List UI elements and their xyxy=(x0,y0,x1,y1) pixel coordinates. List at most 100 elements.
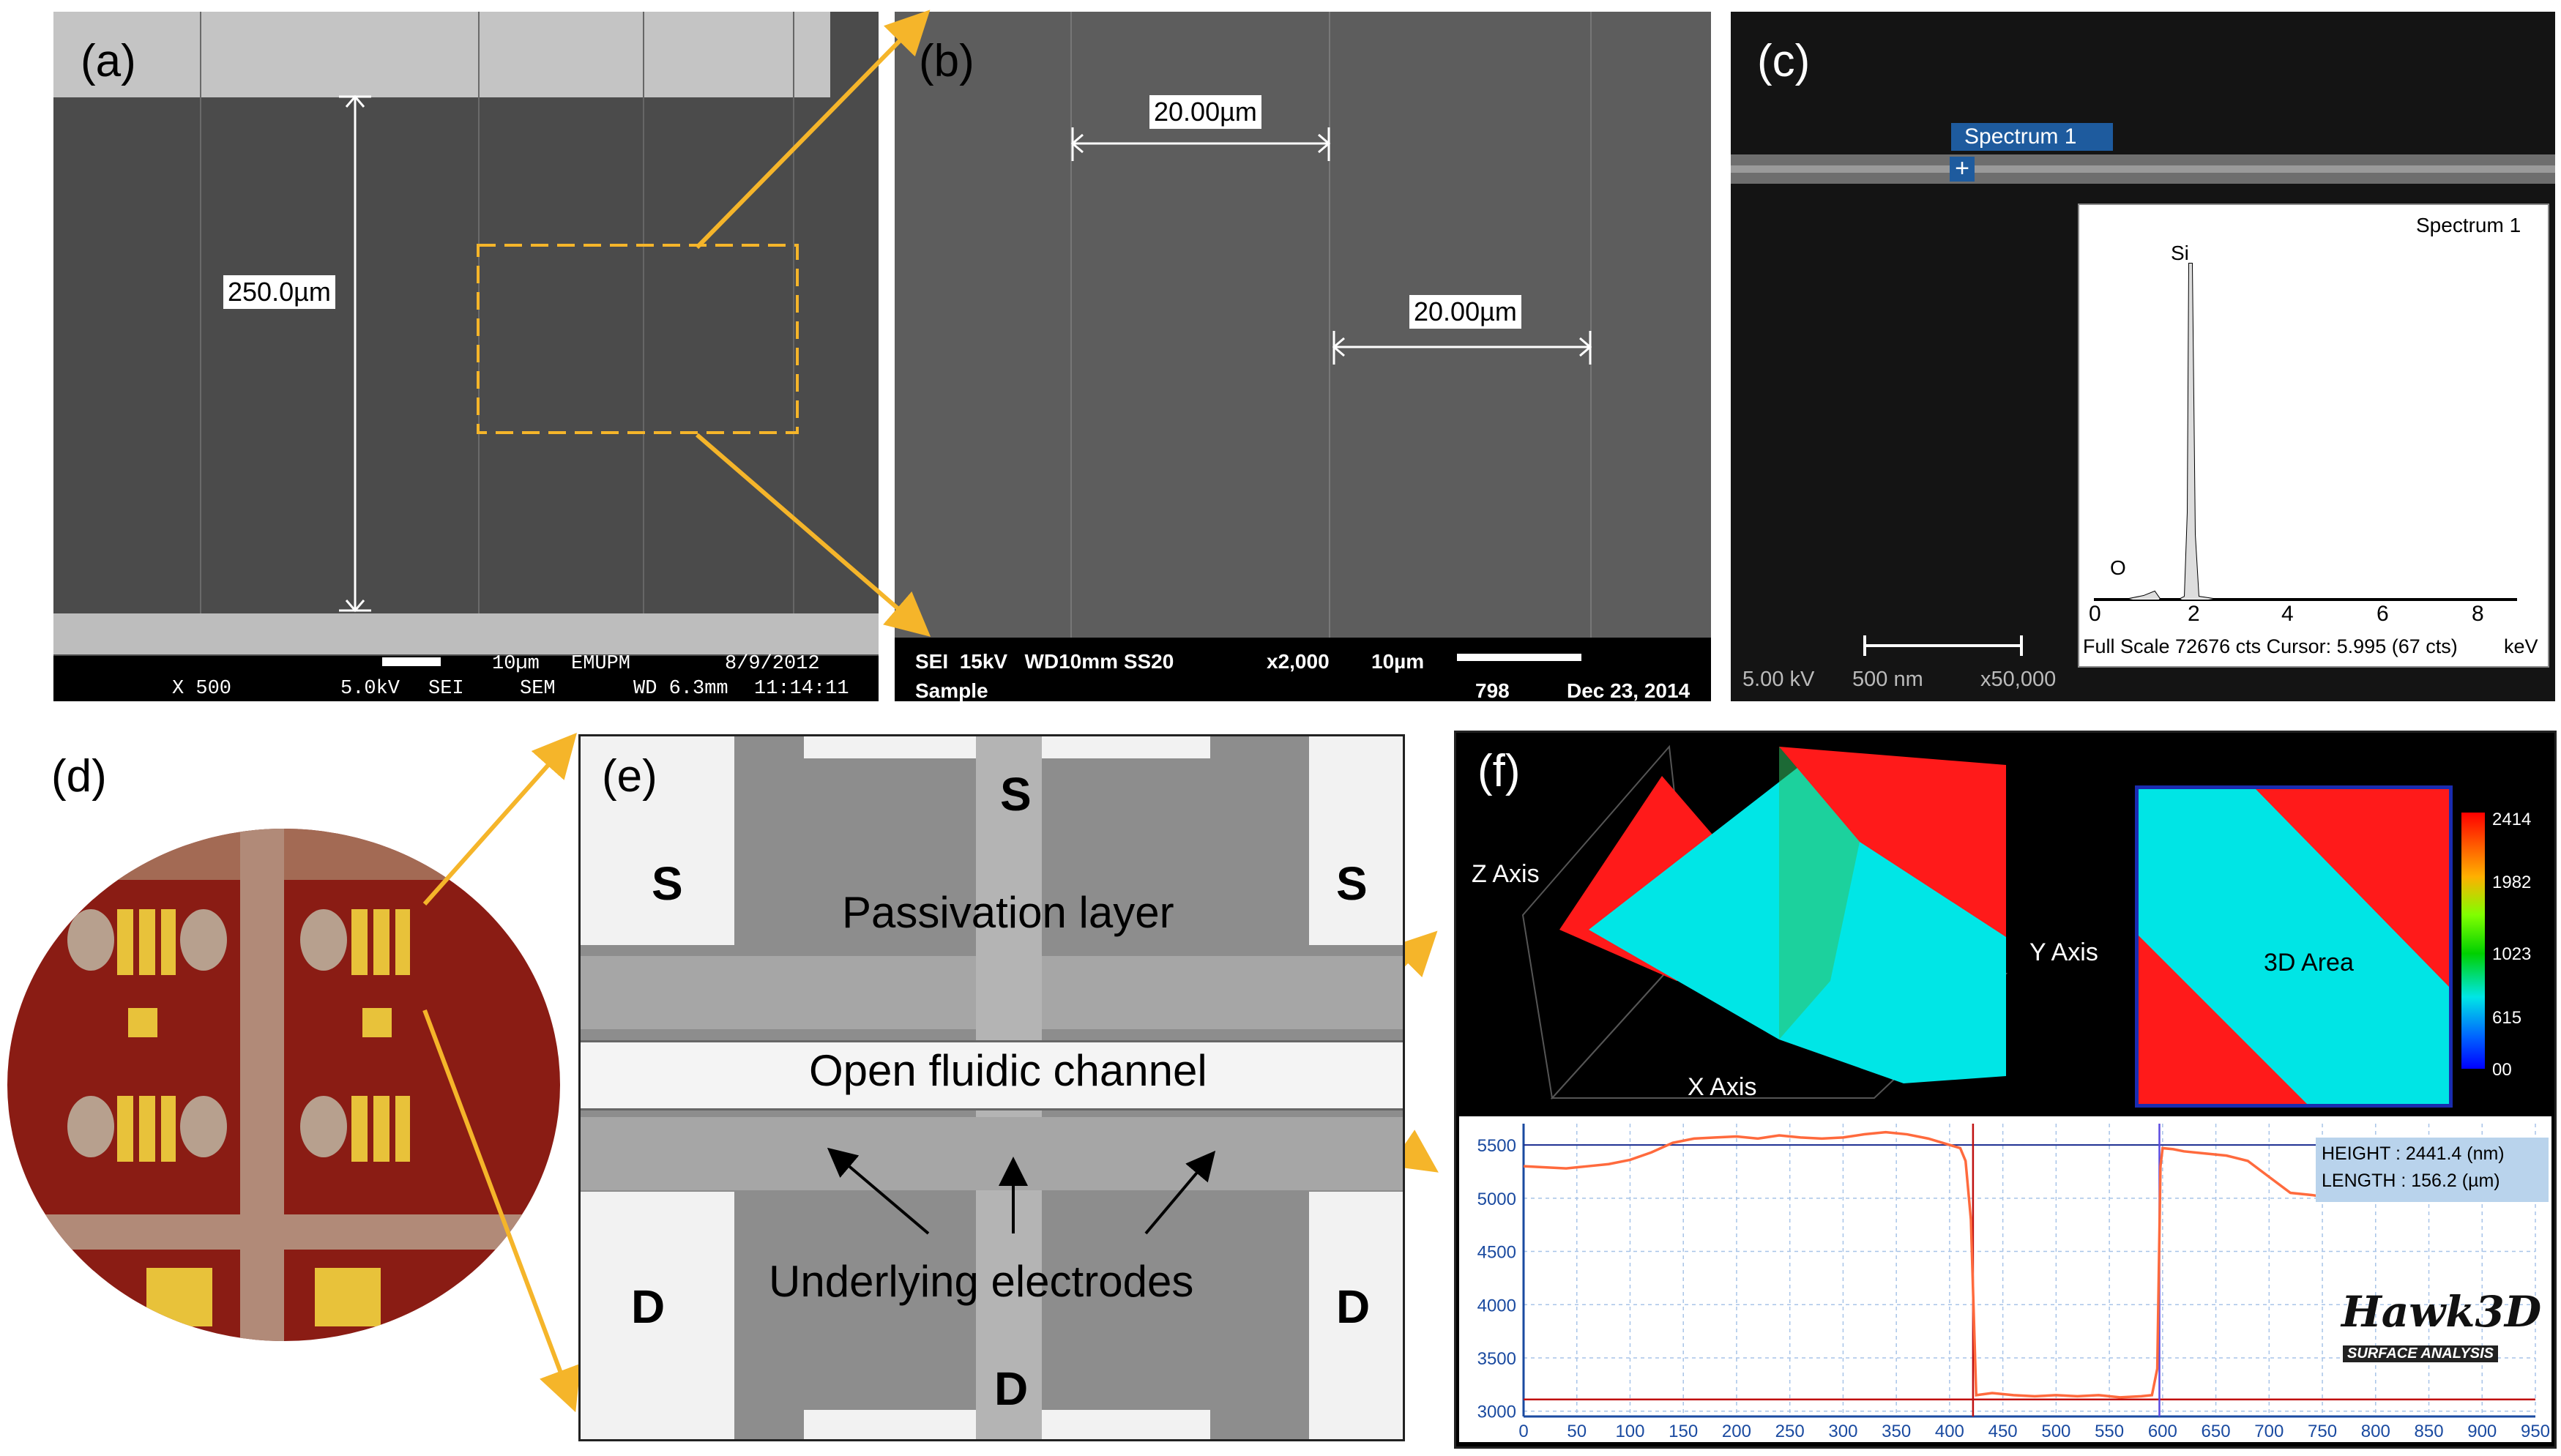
y-tick-label: 5000 xyxy=(1477,1190,1516,1209)
panel-c-spectrum-caption: Full Scale 72676 cts Cursor: 5.995 (67 c… xyxy=(2083,635,2458,657)
panel-a-footer-sei: SEI xyxy=(428,678,464,700)
panel-f-colorbar-1982: 1982 xyxy=(2492,873,2532,892)
panel-f-z-axis: Z Axis xyxy=(1472,860,1540,888)
x-tick-label: 0 xyxy=(1518,1422,1528,1441)
panel-c-footer-kv: 5.00 kV xyxy=(1742,668,1815,691)
panel-f-colorbar-2414: 2414 xyxy=(2492,810,2532,829)
panel-f-logo-sub: SURFACE ANALYSIS xyxy=(2343,1345,2499,1362)
x-tick-label: 300 xyxy=(1828,1422,1857,1441)
panel-c-scalebar-cap-left xyxy=(1863,635,1866,656)
panel-b-footer-kv: 15kV xyxy=(959,650,1008,673)
panel-a-footer-time: 11:14:11 xyxy=(754,678,849,700)
panel-f-readout: HEIGHT : 2441.4 (nm) LENGTH : 156.2 (µm) xyxy=(2316,1138,2549,1202)
panel-b-footer-wd: WD10mm xyxy=(1024,650,1119,673)
panel-c-spectrum-plot xyxy=(2094,263,2517,601)
panel-b-footer-mag: x2,000 xyxy=(1267,650,1330,673)
panel-c-peak-si: Si xyxy=(2171,242,2189,264)
panel-e-passivation-label: Passivation layer xyxy=(842,888,1174,937)
panel-c-spectrum-tick-2: 2 xyxy=(2188,602,2200,626)
x-tick-label: 700 xyxy=(2254,1422,2284,1441)
panel-c-spectrum-title: Spectrum 1 xyxy=(2416,214,2521,236)
panel-c-spectrum-tick-8: 8 xyxy=(2472,602,2484,626)
panel-a-arrow-250 xyxy=(339,94,371,613)
panel-b-arrow-1 xyxy=(1070,127,1331,161)
panel-a-footer-scale: 10µm xyxy=(492,653,540,675)
panel-b-footer-left: SEI 15kV WD10mm SS20 xyxy=(915,650,1174,673)
x-tick-label: 150 xyxy=(1669,1422,1698,1441)
panel-b-scale-label-2: 20.00µm xyxy=(1409,295,1521,329)
panel-a-footer-date: 8/9/2012 xyxy=(725,653,820,675)
x-tick-label: 900 xyxy=(2467,1422,2497,1441)
panel-e-micrograph xyxy=(578,734,1405,1441)
panel-c-spectrum-unit: keV xyxy=(2504,635,2538,657)
panel-c-spectrum-tick-0: 0 xyxy=(2089,602,2101,626)
panel-e-source-top: S xyxy=(1000,768,1032,821)
panel-e-channel-label: Open fluidic channel xyxy=(809,1046,1207,1095)
x-tick-label: 400 xyxy=(1935,1422,1964,1441)
panel-b-scale-label-1: 20.00µm xyxy=(1149,95,1261,129)
x-tick-label: 600 xyxy=(2148,1422,2177,1441)
panel-c-spectrum-tag: Spectrum 1 xyxy=(1951,123,2113,151)
panel-a-footer-sem: SEM xyxy=(520,678,556,700)
x-tick-label: 200 xyxy=(1722,1422,1751,1441)
panel-a-scale-label: 250.0µm xyxy=(223,275,335,309)
panel-e-source-left: S xyxy=(652,857,683,910)
panel-b-sem-image xyxy=(895,12,1711,701)
panel-f-logo: Hawk3D xyxy=(2341,1287,2542,1337)
panel-f-3d-area xyxy=(2135,785,2453,1108)
panel-a-footer-wd: WD 6.3mm xyxy=(633,678,728,700)
panel-c-spectrum-tick-4: 4 xyxy=(2281,602,2294,626)
panel-e-electrodes-label: Underlying electrodes xyxy=(769,1257,1194,1306)
x-tick-label: 450 xyxy=(1988,1422,2018,1441)
x-tick-label: 50 xyxy=(1567,1422,1587,1441)
panel-e-drain-left: D xyxy=(631,1280,666,1333)
panel-f-y-axis: Y Axis xyxy=(2029,938,2098,966)
panel-b-footer-ss: SS20 xyxy=(1123,650,1174,673)
x-tick-label: 800 xyxy=(2361,1422,2390,1441)
panel-c-scalebar-cap-right xyxy=(2020,635,2023,656)
y-tick-label: 5500 xyxy=(1477,1136,1516,1156)
x-tick-label: 550 xyxy=(2095,1422,2124,1441)
panel-c-scalebar xyxy=(1863,644,2023,647)
panel-e-drain-right: D xyxy=(1336,1280,1371,1333)
panel-f-area-label: 3D Area xyxy=(2264,949,2354,977)
panel-f-x-axis: X Axis xyxy=(1688,1073,1757,1101)
panel-c-spectrum-tick-6: 6 xyxy=(2377,602,2389,626)
panel-e-source-right: S xyxy=(1336,857,1368,910)
x-tick-label: 750 xyxy=(2308,1422,2337,1441)
panel-a-label: (a) xyxy=(81,36,136,86)
y-tick-label: 4000 xyxy=(1477,1296,1516,1315)
panel-d-label: (d) xyxy=(51,751,107,802)
panel-c-label: (c) xyxy=(1757,36,1811,86)
panel-b-footer-date: Dec 23, 2014 xyxy=(1567,679,1690,702)
panel-e-label: (e) xyxy=(602,751,657,802)
profile-series-line xyxy=(1523,1130,2355,1399)
panel-c-footer-mag: x50,000 xyxy=(1980,668,2057,691)
panel-c-spectrum-box xyxy=(2078,204,2549,668)
x-tick-label: 650 xyxy=(2202,1422,2231,1441)
x-tick-label: 950 xyxy=(2521,1422,2550,1441)
panel-a-footer-emupm: EMUPM xyxy=(571,653,631,675)
panel-f-readout-length: LENGTH : 156.2 (µm) xyxy=(2322,1171,2500,1191)
panel-b-footer-sei: SEI xyxy=(915,650,949,673)
panel-f-label: (f) xyxy=(1477,746,1521,796)
x-tick-label: 100 xyxy=(1615,1422,1644,1441)
panel-a-sem-image xyxy=(53,12,879,701)
panel-a-footer-mag: X 500 xyxy=(172,678,232,700)
panel-a-zoom-box xyxy=(477,244,799,434)
panel-c-marker: + xyxy=(1950,156,1975,182)
panel-b-footer-sample: Sample xyxy=(915,679,988,702)
panel-f-readout-height: HEIGHT : 2441.4 (nm) xyxy=(2322,1143,2505,1164)
y-tick-label: 3500 xyxy=(1477,1349,1516,1369)
panel-c-peak-o: O xyxy=(2110,556,2126,579)
x-tick-label: 250 xyxy=(1775,1422,1805,1441)
panel-f-3d-surface xyxy=(1521,744,2008,1100)
panel-f-colorbar-00: 00 xyxy=(2492,1060,2512,1080)
panel-b-footer-scalebar xyxy=(1457,654,1581,661)
panel-c-footer-scale: 500 nm xyxy=(1852,668,1923,691)
panel-a-footer-kv: 5.0kV xyxy=(340,678,400,700)
panel-f-colorbar xyxy=(2461,813,2485,1069)
panel-b-arrow-2 xyxy=(1332,331,1592,365)
x-tick-label: 350 xyxy=(1882,1422,1911,1441)
panel-e-drain-bottom: D xyxy=(994,1362,1029,1415)
